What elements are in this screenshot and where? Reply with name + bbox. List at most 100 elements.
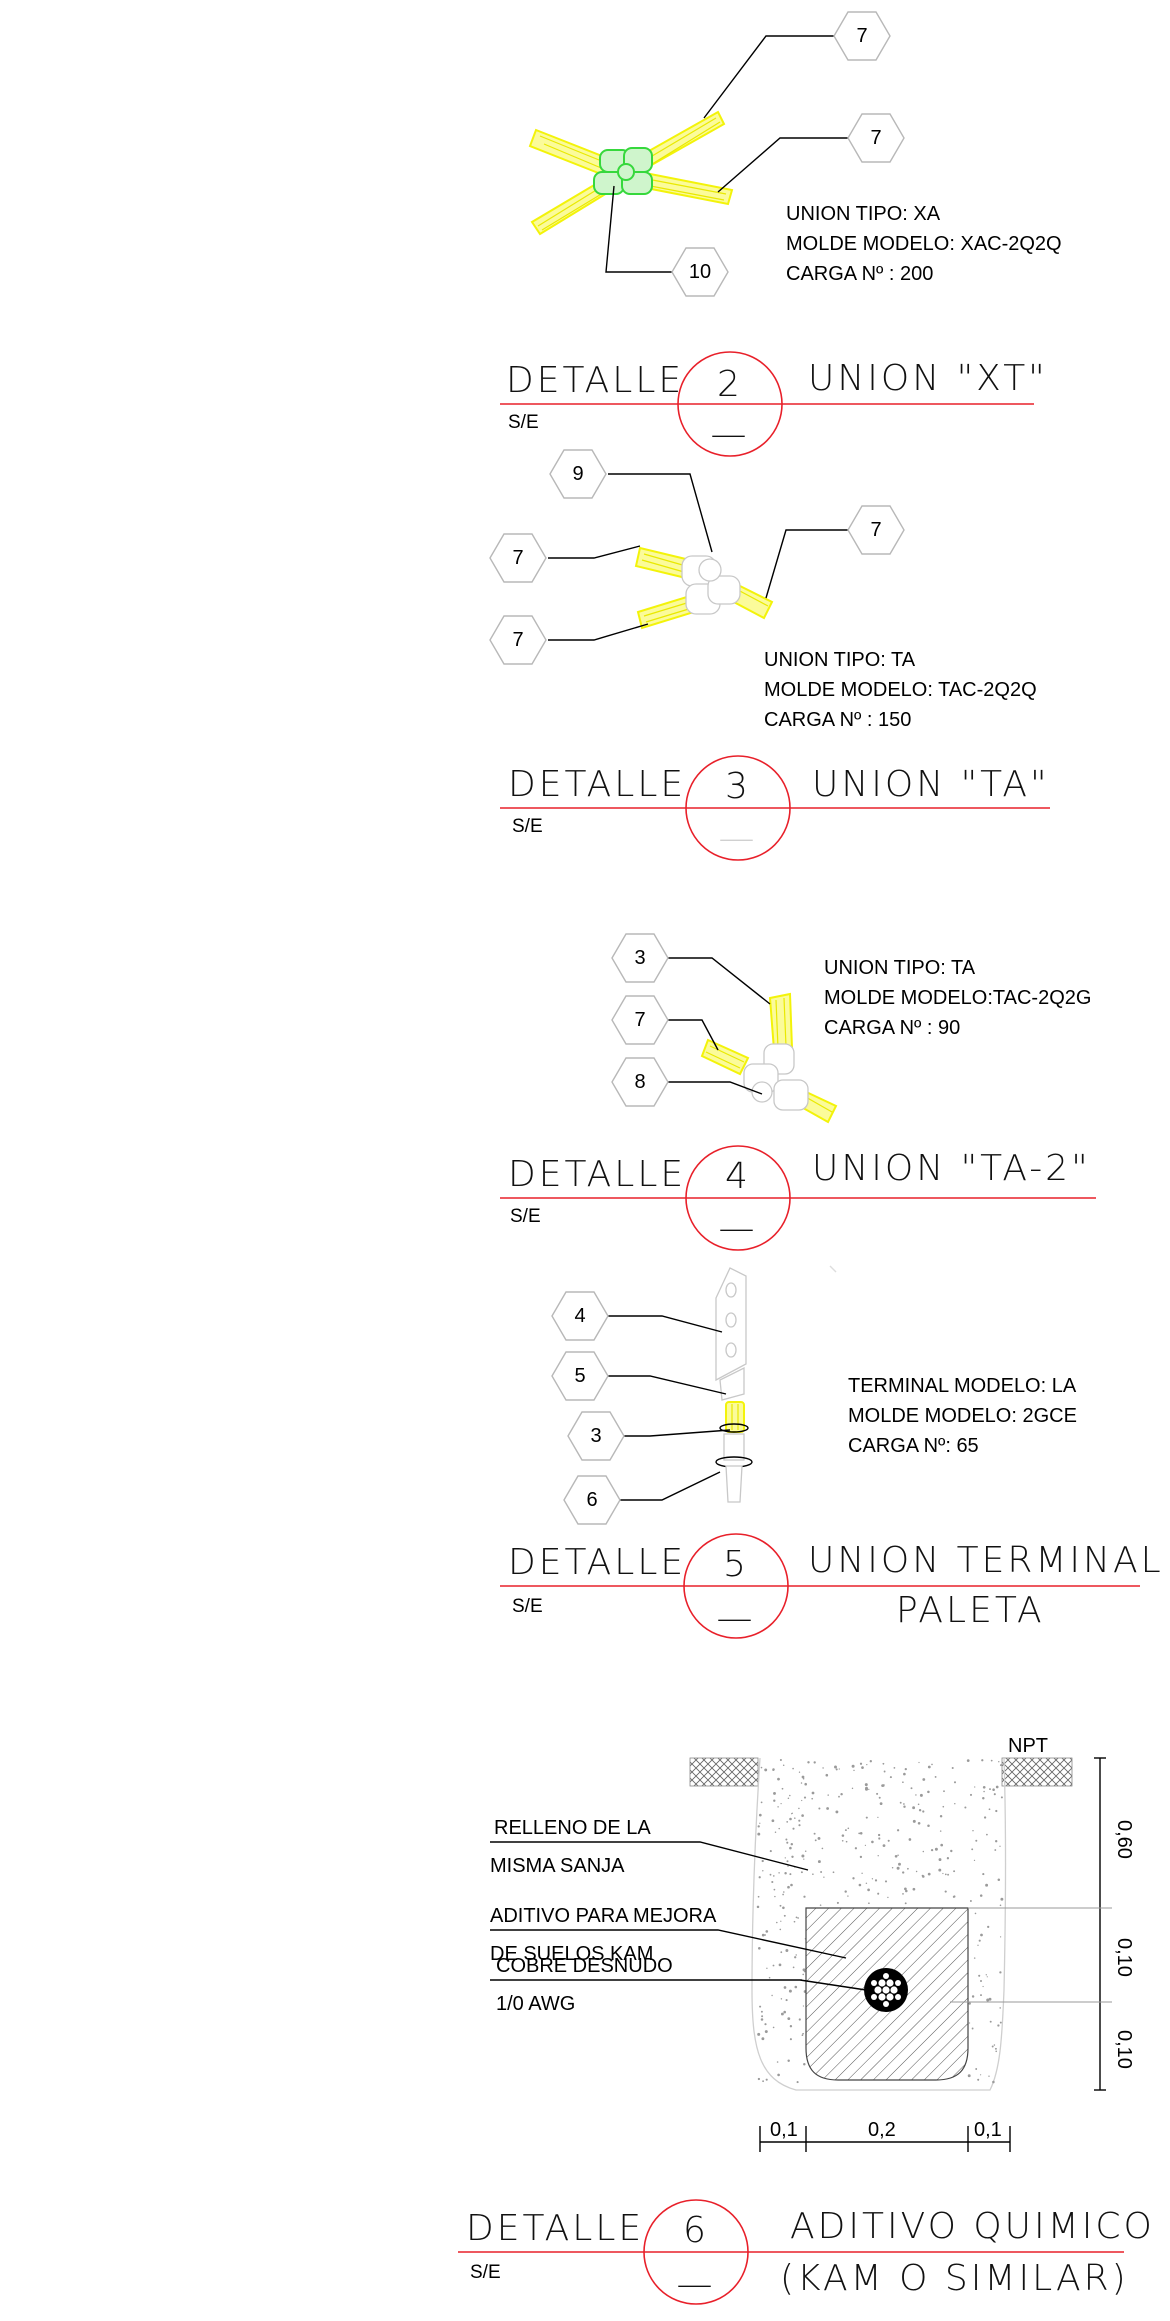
callout-7: 7 bbox=[489, 533, 547, 583]
spec-block: UNION TIPO: TA MOLDE MODELO: TAC-2Q2Q CA… bbox=[764, 649, 1037, 731]
svg-text:10: 10 bbox=[689, 261, 711, 283]
detail-title-block: DETALLE 2 — UNION "XT" S/E bbox=[500, 351, 1048, 457]
svg-text:7: 7 bbox=[512, 629, 523, 651]
detail-sheet-ref: — bbox=[719, 818, 758, 859]
detail-sheet-ref: — bbox=[719, 1208, 758, 1249]
spec-line: TERMINAL MODELO: LA bbox=[848, 1375, 1077, 1397]
detail-word: DETALLE bbox=[506, 360, 684, 401]
spec-block: TERMINAL MODELO: LA MOLDE MODELO: 2GCE C… bbox=[848, 1375, 1077, 1457]
detail-number: 2 bbox=[717, 364, 743, 405]
detail-title-line2: (KAM O SIMILAR) bbox=[780, 2258, 1129, 2299]
spec-line: UNION TIPO: TA bbox=[764, 649, 916, 671]
npt-label: NPT bbox=[1008, 1735, 1048, 1757]
label-cobre: COBRE DESNUDO bbox=[496, 1955, 673, 1977]
spec-block: UNION TIPO: TA MOLDE MODELO:TAC-2Q2G CAR… bbox=[824, 957, 1091, 1039]
detail-circle bbox=[685, 755, 791, 861]
callout-3: 3 bbox=[567, 1411, 625, 1461]
spec-block: UNION TIPO: XA MOLDE MODELO: XAC-2Q2Q CA… bbox=[786, 203, 1062, 285]
spec-line: CARGA Nº : 90 bbox=[824, 1017, 960, 1039]
spec-line: MOLDE MODELO: 2GCE bbox=[848, 1405, 1077, 1427]
detail-title: UNION "XT" bbox=[808, 358, 1048, 399]
callout-9: 9 bbox=[549, 449, 607, 499]
detail-title-block: DETALLE 3 — UNION "TA" S/E bbox=[500, 755, 1050, 861]
scale-label: S/E bbox=[510, 1206, 541, 1227]
callout-6: 6 bbox=[563, 1475, 621, 1525]
callout-5: 5 bbox=[551, 1351, 609, 1401]
lug-paleta bbox=[715, 1267, 747, 1401]
svg-text:3: 3 bbox=[634, 947, 645, 969]
detail-circle bbox=[643, 2199, 749, 2305]
scale-label: S/E bbox=[508, 412, 539, 433]
detail-word: DETALLE bbox=[466, 2208, 644, 2249]
dimension-width: 0,1 bbox=[974, 2119, 1002, 2141]
spec-line: MOLDE MODELO:TAC-2Q2G bbox=[824, 987, 1091, 1009]
callout-3: 3 bbox=[611, 933, 669, 983]
svg-text:8: 8 bbox=[634, 1071, 645, 1093]
detail-circle bbox=[677, 351, 783, 457]
detail-title-block: DETALLE 4 — UNION "TA-2" S/E bbox=[500, 1145, 1096, 1251]
tee-mold bbox=[743, 1043, 809, 1111]
detail-circle bbox=[685, 1145, 791, 1251]
scale-label: S/E bbox=[470, 2262, 501, 2283]
ground-hatch bbox=[689, 1757, 759, 1787]
detail-title-block: DETALLE 6 — ADITIVO QUIMICO (KAM O SIMIL… bbox=[458, 2199, 1155, 2305]
cross-joint-drawing: 7 7 10 bbox=[528, 11, 905, 297]
detail-title: ADITIVO QUIMICO bbox=[790, 2206, 1155, 2247]
scale-label: S/E bbox=[512, 816, 543, 837]
label-cobre: 1/0 AWG bbox=[496, 1993, 575, 2015]
callout-7: 7 bbox=[847, 113, 905, 163]
tee-joint-drawing: 9 7 7 7 bbox=[489, 449, 905, 665]
detail-number: 6 bbox=[683, 2210, 709, 2251]
detail-word: DETALLE bbox=[508, 1542, 686, 1583]
terminal-drawing: 4 5 3 6 bbox=[551, 1265, 837, 1525]
callout-4: 4 bbox=[551, 1291, 609, 1341]
label-aditivo: DE SUELOS KAM bbox=[490, 1943, 653, 1965]
detail-title-line2: PALETA bbox=[896, 1590, 1045, 1631]
spec-line: MOLDE MODELO: TAC-2Q2Q bbox=[764, 679, 1037, 701]
spec-line: UNION TIPO: XA bbox=[786, 203, 941, 225]
svg-text:3: 3 bbox=[590, 1425, 601, 1447]
backfill-stipple bbox=[756, 1758, 1004, 2084]
ground-hatch bbox=[1001, 1757, 1073, 1787]
detail-number: 4 bbox=[725, 1156, 751, 1197]
label-aditivo: ADITIVO PARA MEJORA bbox=[490, 1905, 717, 1927]
svg-text:7: 7 bbox=[856, 25, 867, 47]
callout-10: 10 bbox=[671, 247, 729, 297]
detail-word: DETALLE bbox=[508, 764, 686, 805]
dimension-depth: 0,10 bbox=[1113, 2030, 1135, 2069]
label-relleno: RELLENO DE LA bbox=[494, 1817, 651, 1839]
material-labels: RELLENO DE LA MISMA SANJA ADITIVO PARA M… bbox=[490, 1817, 717, 2015]
detail-sheet-ref: — bbox=[677, 2264, 716, 2305]
svg-text:7: 7 bbox=[870, 127, 881, 149]
cable-strands bbox=[725, 1401, 745, 1433]
detail-title: UNION TERMINAL bbox=[808, 1540, 1164, 1581]
cable-strands bbox=[528, 110, 734, 236]
detail-5: 4 5 3 6 TERMINAL MODELO: LA MOLDE MODELO… bbox=[500, 1265, 1164, 1639]
svg-text:6: 6 bbox=[586, 1489, 597, 1511]
detail-6: 0,60 0,10 0,10 NPT 0,1 0,2 0,1 RELLENO D… bbox=[458, 1735, 1155, 2305]
detail-title: UNION "TA-2" bbox=[812, 1148, 1091, 1189]
detail-title: UNION "TA" bbox=[812, 764, 1050, 805]
tee-joint-drawing: 3 7 8 bbox=[611, 933, 838, 1124]
svg-text:7: 7 bbox=[870, 519, 881, 541]
spec-line: MOLDE MODELO: XAC-2Q2Q bbox=[786, 233, 1062, 255]
detail-circle bbox=[683, 1533, 789, 1639]
dimension-depth: 0,60 bbox=[1113, 1820, 1135, 1859]
detail-number: 5 bbox=[723, 1544, 749, 1585]
detail-sheet-ref: — bbox=[711, 414, 750, 455]
svg-text:4: 4 bbox=[574, 1305, 585, 1327]
detail-sheet-ref: — bbox=[717, 1598, 756, 1639]
callout-8: 8 bbox=[611, 1057, 669, 1107]
dimension-depth: 0,10 bbox=[1113, 1938, 1135, 1977]
callout-7: 7 bbox=[489, 615, 547, 665]
detail-3: 9 7 7 7 UNION TIPO: TA MOLDE MODELO: TAC… bbox=[489, 449, 1050, 861]
cross-mold bbox=[593, 147, 653, 195]
trench-section: 0,60 0,10 0,10 NPT 0,1 0,2 0,1 bbox=[490, 1735, 1135, 2152]
trench-outline bbox=[751, 1757, 1007, 2091]
svg-text:9: 9 bbox=[572, 463, 583, 485]
detail-2: 7 7 10 UNION TIPO: XA MOLDE MODELO: XAC-… bbox=[500, 11, 1062, 457]
scale-label: S/E bbox=[512, 1596, 543, 1617]
svg-text:5: 5 bbox=[574, 1365, 585, 1387]
label-relleno: MISMA SANJA bbox=[490, 1855, 625, 1877]
